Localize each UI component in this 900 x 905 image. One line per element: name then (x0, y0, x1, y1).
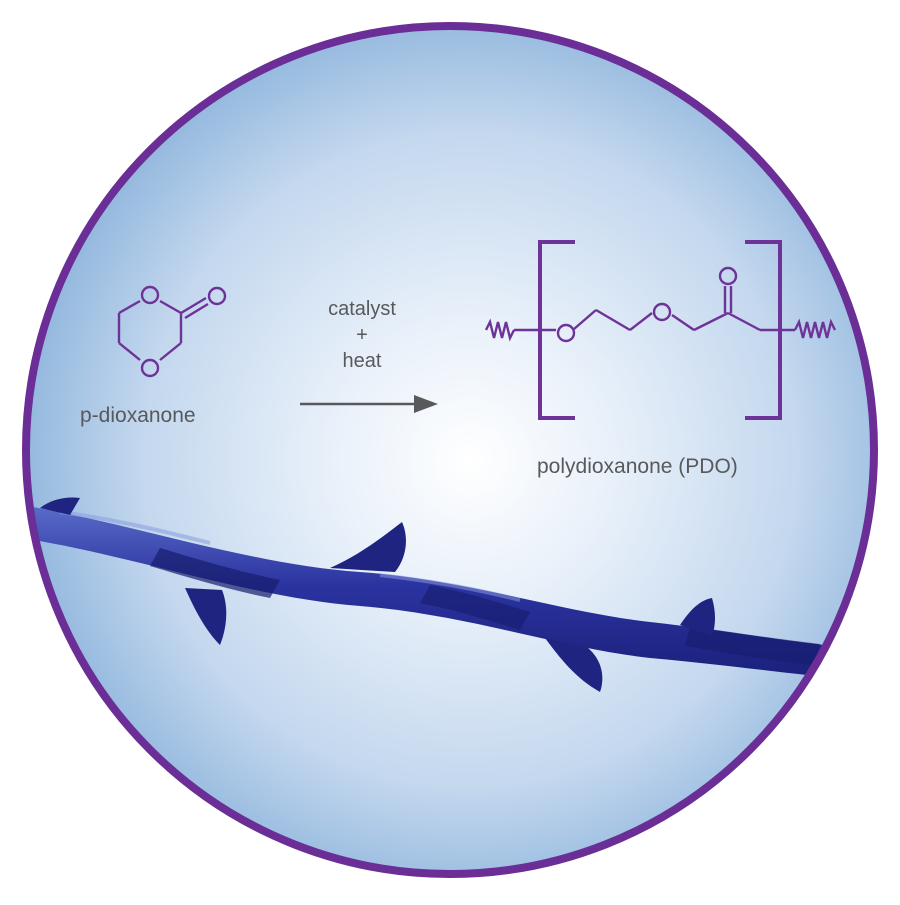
background-disc (26, 26, 874, 874)
barb-4 (680, 598, 715, 636)
condition-plus: + (356, 324, 368, 346)
frame-ring (22, 22, 878, 878)
barb-2 (185, 588, 227, 645)
fiber-end (40, 497, 80, 515)
condition-catalyst: catalyst (328, 298, 396, 320)
p-dioxanone-structure (117, 285, 227, 378)
reaction-arrow (300, 395, 438, 413)
polydioxanone-structure (484, 240, 837, 420)
barb-1 (330, 522, 406, 572)
barb-3 (545, 638, 603, 692)
condition-heat: heat (342, 350, 382, 372)
polymer-name: polydioxanone (PDO) (537, 455, 738, 478)
monomer-name: p-dioxanone (80, 404, 196, 427)
barbed-fiber (26, 497, 874, 692)
reaction-conditions: catalyst + heat (312, 296, 412, 374)
